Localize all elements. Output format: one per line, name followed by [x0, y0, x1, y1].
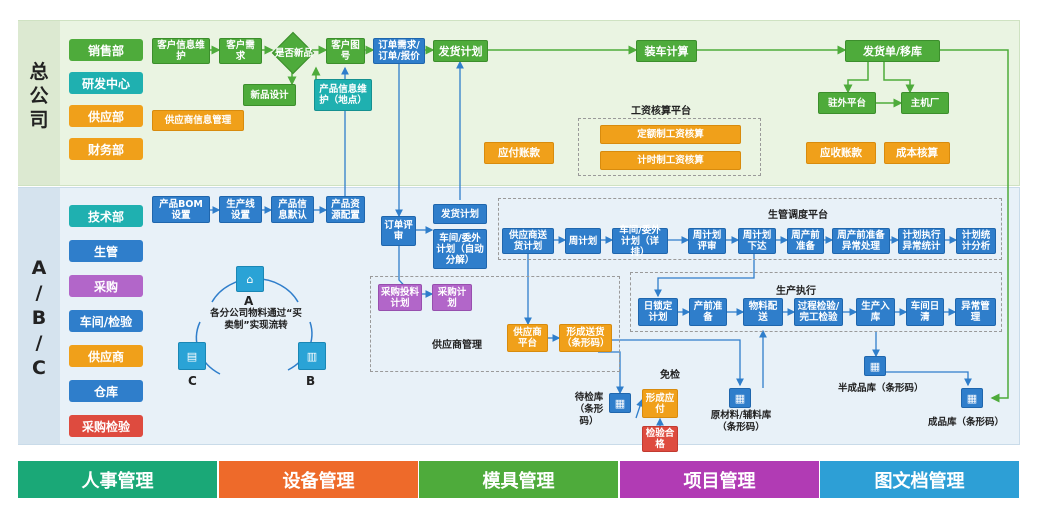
supplier-info-mgmt-box[interactable]: 供应商信息管理 — [152, 110, 244, 131]
piece-wage-box[interactable]: 计时制工资核算 — [600, 151, 741, 170]
plan-stats-analysis-box[interactable]: 计划统计分析 — [956, 228, 996, 254]
pre-prod-prep-box[interactable]: 产前准备 — [689, 298, 727, 326]
department-tab-branch-2[interactable]: 采购 — [69, 275, 143, 297]
company-c-icon: ▤ — [178, 342, 206, 370]
raw-material-icon: ▦ — [729, 388, 751, 408]
line-setup-box[interactable]: 生产线设置 — [219, 196, 262, 223]
new-product-design-box[interactable]: 新品设计 — [243, 84, 296, 106]
delivery-barcode-box[interactable]: 形成送货（条形码） — [559, 324, 612, 352]
product-info-maint-box[interactable]: 产品信息维护（地点） — [314, 79, 372, 111]
receivable-box[interactable]: 应收账款 — [806, 142, 876, 164]
is-new-product-decision[interactable]: 是否新品 — [271, 31, 315, 75]
customer-info-box[interactable]: 客户信息维护 — [152, 38, 210, 64]
form-payable-box[interactable]: 形成应付 — [642, 389, 678, 418]
process-inspection-box[interactable]: 过程检验/完工检验 — [794, 298, 843, 326]
order-demand-box[interactable]: 订单需求/订单/报价 — [373, 38, 425, 64]
department-tab-branch-5[interactable]: 仓库 — [69, 380, 143, 402]
dispatch-platform-title: 生管调度平台 — [768, 210, 828, 221]
cycle-description: 各分公司物料通过“买卖制”实现流转 — [210, 308, 302, 331]
module-tab-3[interactable]: 项目管理 — [620, 461, 819, 498]
branch-label-column — [18, 188, 60, 444]
department-tab-headquarters-1[interactable]: 研发中心 — [69, 72, 143, 94]
daily-lock-plan-box[interactable]: 日锁定计划 — [638, 298, 678, 326]
department-tab-headquarters-0[interactable]: 销售部 — [69, 39, 143, 61]
production-execution-group — [630, 272, 1002, 332]
workshop-plan-box[interactable]: 车间/委外计划（自动分解） — [433, 229, 487, 269]
department-tab-branch-0[interactable]: 技术部 — [69, 205, 143, 227]
is-new-product-label: 是否新品 — [274, 47, 313, 59]
customer-drawing-box[interactable]: 客户图号 — [326, 38, 365, 64]
material-dist-box[interactable]: 物料配送 — [743, 298, 783, 326]
plan-exec-stats-box[interactable]: 计划执行异常统计 — [898, 228, 945, 254]
headquarters-label-column — [18, 21, 60, 185]
weekly-review-box[interactable]: 周计划评审 — [688, 228, 726, 254]
department-tab-headquarters-3[interactable]: 财务部 — [69, 138, 143, 160]
cost-accounting-box[interactable]: 成本核算 — [884, 142, 950, 164]
wage-platform-title: 工资核算平台 — [631, 106, 691, 117]
bom-setup-box[interactable]: 产品BOM设置 — [152, 196, 210, 223]
module-tab-1[interactable]: 设备管理 — [219, 461, 418, 498]
weekly-plan-box[interactable]: 周计划 — [565, 228, 601, 254]
dispatch-platform-group — [498, 198, 1002, 260]
department-tab-branch-1[interactable]: 生管 — [69, 240, 143, 262]
department-tab-branch-3[interactable]: 车间/检验 — [69, 310, 143, 332]
customer-demand-box[interactable]: 客户需求 — [219, 38, 262, 64]
workshop-weekly-box[interactable]: 车间/委外计划（详排） — [612, 225, 668, 258]
zone-label-branches: A / B / C — [31, 257, 47, 379]
purchase-plan2-box[interactable]: 采购计划 — [432, 284, 472, 311]
zone-label-headquarters: 总 公 司 — [29, 61, 49, 131]
resident-platform-box[interactable]: 驻外平台 — [818, 92, 876, 114]
company-c-label: C — [188, 374, 197, 388]
prod-inbound-box[interactable]: 生产入库 — [856, 298, 895, 326]
workshop-daily-box[interactable]: 车间日清 — [906, 298, 944, 326]
department-tab-branch-6[interactable]: 采购检验 — [69, 415, 143, 437]
semi-product-label: 半成品库（条形码） — [838, 383, 924, 394]
company-b-icon: ▥ — [298, 342, 326, 370]
finished-product-icon: ▦ — [961, 388, 983, 408]
quota-wage-box[interactable]: 定额制工资核算 — [600, 125, 741, 144]
weekly-issue-box[interactable]: 周计划下达 — [738, 228, 776, 254]
purchase-plan-box[interactable]: 采购投料计划 — [378, 284, 422, 311]
product-resource-box[interactable]: 产品资源配置 — [326, 196, 365, 223]
company-a-label: A — [244, 294, 254, 308]
module-tab-2[interactable]: 模具管理 — [419, 461, 618, 498]
raw-material-label: 原材料/辅料库（条形码） — [710, 410, 772, 433]
module-tab-4[interactable]: 图文档管理 — [820, 461, 1019, 498]
supplier-management-title: 供应商管理 — [432, 340, 482, 351]
exception-mgmt-box[interactable]: 异常管理 — [955, 298, 996, 326]
module-tab-0[interactable]: 人事管理 — [18, 461, 217, 498]
material-cycle-diagram: ⌂ A 各分公司物料通过“买卖制”实现流转 ▤ C ▥ B — [176, 262, 336, 394]
oem-box[interactable]: 主机厂 — [901, 92, 949, 114]
inspection-pass-box[interactable]: 检验合格 — [642, 426, 678, 452]
supplier-platform-box[interactable]: 供应商平台 — [507, 324, 548, 352]
pre-week-exception-box[interactable]: 周产前准备异常处理 — [832, 228, 890, 254]
department-tab-branch-4[interactable]: 供应商 — [69, 345, 143, 367]
company-a-icon: ⌂ — [236, 266, 264, 292]
exempt-label: 免检 — [660, 370, 680, 381]
shipping-plan2-box[interactable]: 发货计划 — [433, 204, 487, 224]
pre-week-prep-box[interactable]: 周产前准备 — [787, 228, 824, 254]
company-b-label: B — [306, 374, 316, 388]
production-execution-title: 生产执行 — [776, 286, 816, 297]
wage-platform-group — [578, 118, 761, 176]
loading-calc-box[interactable]: 装车计算 — [636, 40, 697, 62]
shipping-plan-box[interactable]: 发货计划 — [433, 40, 488, 62]
shipping-note-box[interactable]: 发货单/移库 — [845, 40, 940, 62]
order-review-box[interactable]: 订单评审 — [381, 216, 416, 246]
payable-box[interactable]: 应付账款 — [484, 142, 554, 164]
pending-warehouse-label: 待检库（条形码） — [574, 392, 604, 427]
supplier-delivery-plan-box[interactable]: 供应商送货计划 — [502, 228, 554, 254]
pending-warehouse-icon: ▦ — [609, 393, 631, 413]
semi-product-icon: ▦ — [864, 356, 886, 376]
finished-product-label: 成品库（条形码） — [928, 417, 1005, 428]
product-default-box[interactable]: 产品信息默认 — [271, 196, 314, 223]
department-tab-headquarters-2[interactable]: 供应部 — [69, 105, 143, 127]
supplier-management-group — [370, 276, 620, 372]
